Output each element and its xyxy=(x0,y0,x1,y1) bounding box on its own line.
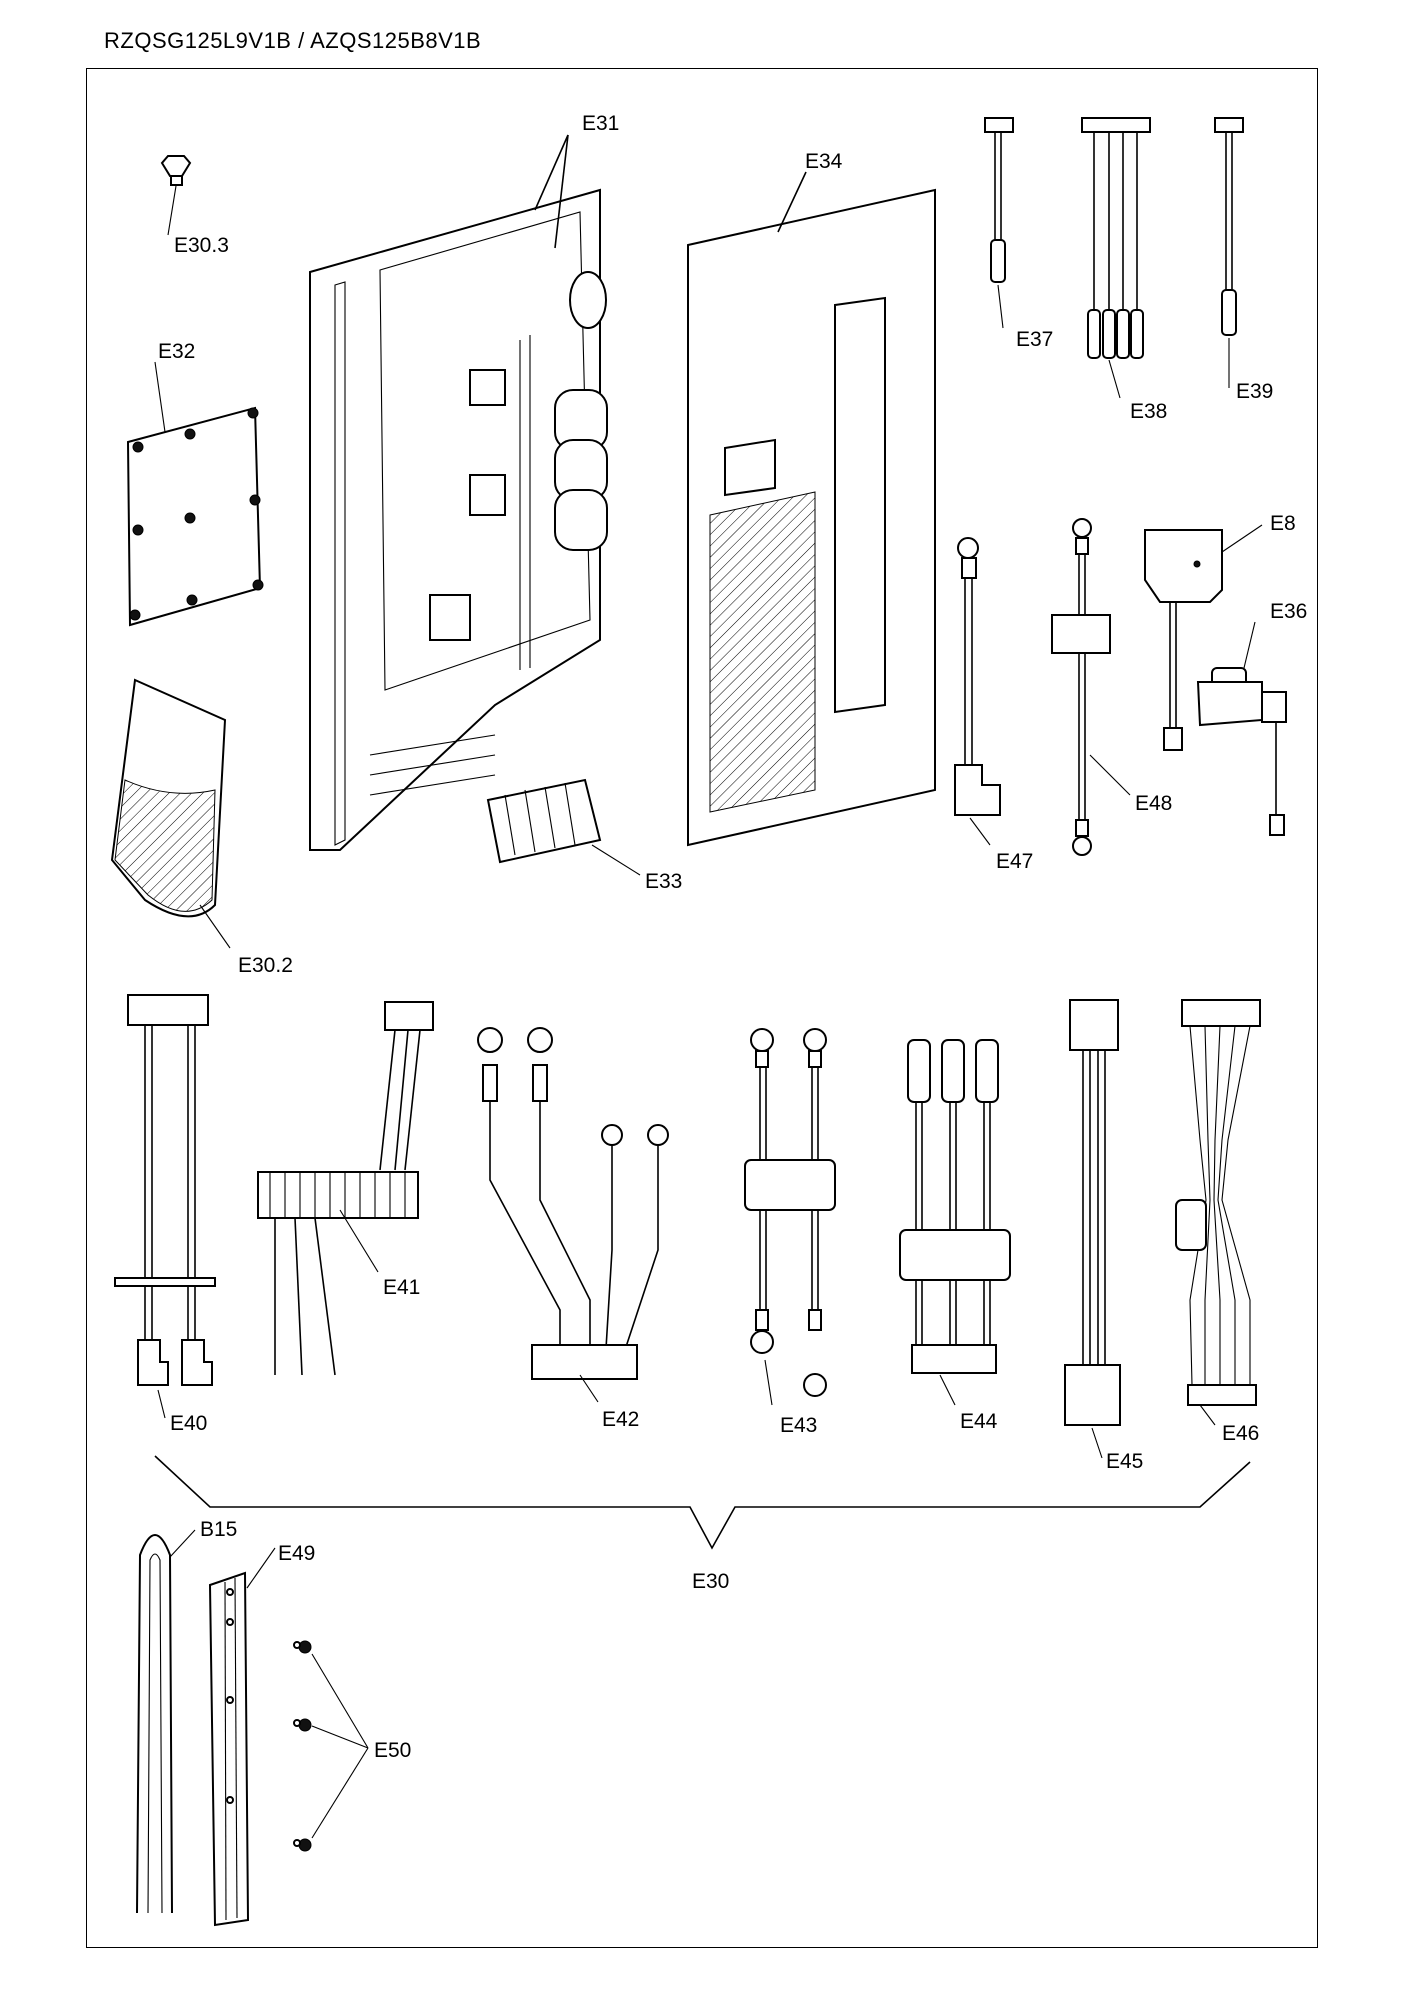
label-e49: E49 xyxy=(278,1542,315,1565)
label-e41: E41 xyxy=(383,1276,420,1299)
label-e36: E36 xyxy=(1270,600,1307,623)
label-e46: E46 xyxy=(1222,1422,1259,1445)
label-e50: E50 xyxy=(374,1739,411,1762)
part-e48 xyxy=(1051,518,1131,856)
part-e37 xyxy=(984,117,1014,329)
label-e47: E47 xyxy=(996,850,1033,873)
part-e30-bracket xyxy=(154,1455,1251,1550)
part-b15 xyxy=(136,1529,196,1914)
part-e43 xyxy=(744,1028,836,1406)
label-e30-3: E30.3 xyxy=(174,234,229,257)
label-e33: E33 xyxy=(645,870,682,893)
part-e42 xyxy=(477,1027,669,1403)
part-e41 xyxy=(257,1001,434,1376)
part-e32 xyxy=(126,361,264,627)
label-e34: E34 xyxy=(805,150,843,173)
label-e48: E48 xyxy=(1135,792,1172,815)
label-e37: E37 xyxy=(1016,328,1053,351)
part-e30-3 xyxy=(160,155,192,236)
diagram-frame xyxy=(86,68,1318,1948)
label-e32: E32 xyxy=(158,340,195,363)
label-e39: E39 xyxy=(1236,380,1273,403)
label-e31: E31 xyxy=(582,112,619,135)
part-e38 xyxy=(1081,117,1151,399)
label-e30-2: E30.2 xyxy=(238,954,293,977)
part-e44 xyxy=(899,1039,1011,1406)
part-e31 xyxy=(309,134,608,851)
part-e8 xyxy=(1144,524,1263,751)
label-b15: B15 xyxy=(200,1518,237,1541)
label-e44: E44 xyxy=(960,1410,998,1433)
part-e36 xyxy=(1196,621,1287,836)
label-e40: E40 xyxy=(170,1412,207,1435)
label-e8: E8 xyxy=(1270,512,1296,535)
part-e46 xyxy=(1175,999,1261,1426)
part-e40 xyxy=(114,994,216,1419)
part-e50 xyxy=(293,1640,369,1852)
label-e30: E30 xyxy=(692,1570,729,1593)
part-e39 xyxy=(1214,117,1244,388)
part-e49 xyxy=(208,1547,276,1927)
label-e38: E38 xyxy=(1130,400,1167,423)
label-e45: E45 xyxy=(1106,1450,1143,1473)
label-e42: E42 xyxy=(602,1408,639,1431)
part-e47 xyxy=(954,537,1001,846)
diagram-title: RZQSG125L9V1B / AZQS125B8V1B xyxy=(104,28,482,53)
part-e45 xyxy=(1064,999,1121,1459)
part-e30-2 xyxy=(110,678,231,949)
part-e34 xyxy=(687,171,936,847)
part-e33 xyxy=(486,778,641,876)
label-e43: E43 xyxy=(780,1414,817,1437)
